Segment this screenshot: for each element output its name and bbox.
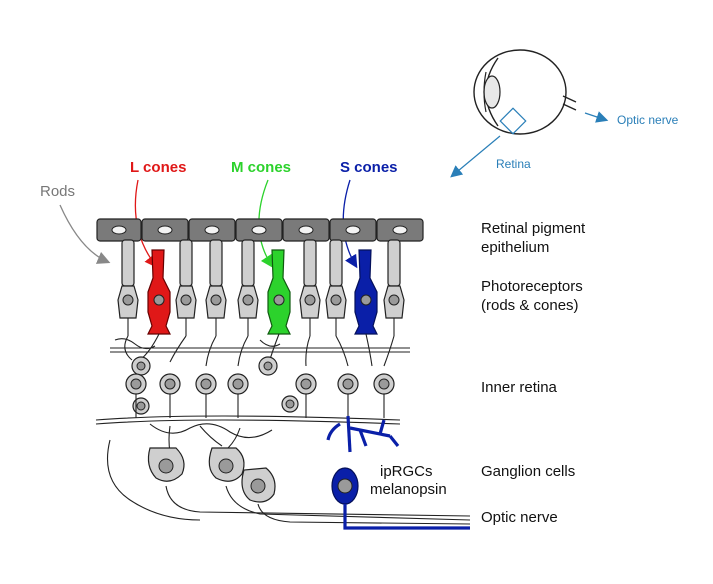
rod-cell <box>325 239 347 336</box>
ganglion-cells-label: Ganglion cells <box>481 463 575 480</box>
m-cones-label: M cones <box>231 159 291 176</box>
s-cones-label: S cones <box>340 159 398 176</box>
pigment-epithelium <box>96 218 424 242</box>
rpe-label-line2: epithelium <box>481 239 549 256</box>
photoreceptor-layer <box>117 239 405 336</box>
iprgc-label-line2: melanopsin <box>370 481 447 498</box>
rod-cell <box>299 239 321 336</box>
rod-cell <box>237 239 259 336</box>
iprgc-label-line1: ipRGCs <box>380 463 433 480</box>
optic-nerve-label: Optic nerve <box>481 509 558 526</box>
eye-optic-nerve-label: Optic nerve <box>617 113 679 127</box>
eye-icon <box>450 49 609 178</box>
inner-retina-label: Inner retina <box>481 379 558 396</box>
eye-retina-label: Retina <box>496 157 531 171</box>
outer-plexiform-wiring <box>110 333 410 367</box>
iprgc-cell <box>326 415 470 530</box>
l-cone-cell <box>147 249 171 335</box>
rod-cell <box>205 239 227 336</box>
m-cone-cell <box>267 249 291 335</box>
rods-arrow <box>59 204 111 264</box>
rods-label: Rods <box>40 183 75 200</box>
l-cones-label: L cones <box>130 159 186 176</box>
rpe-label-line1: Retinal pigment <box>481 220 586 237</box>
photoreceptors-label-line1: Photoreceptors <box>481 278 583 295</box>
photoreceptors-label-line2: (rods & cones) <box>481 297 579 314</box>
rod-cell <box>117 239 139 336</box>
rod-cell <box>175 239 197 336</box>
s-cone-cell <box>354 249 378 335</box>
rod-cell <box>383 239 405 336</box>
ganglion-cells <box>106 439 471 525</box>
inner-retina-cells <box>95 356 401 453</box>
